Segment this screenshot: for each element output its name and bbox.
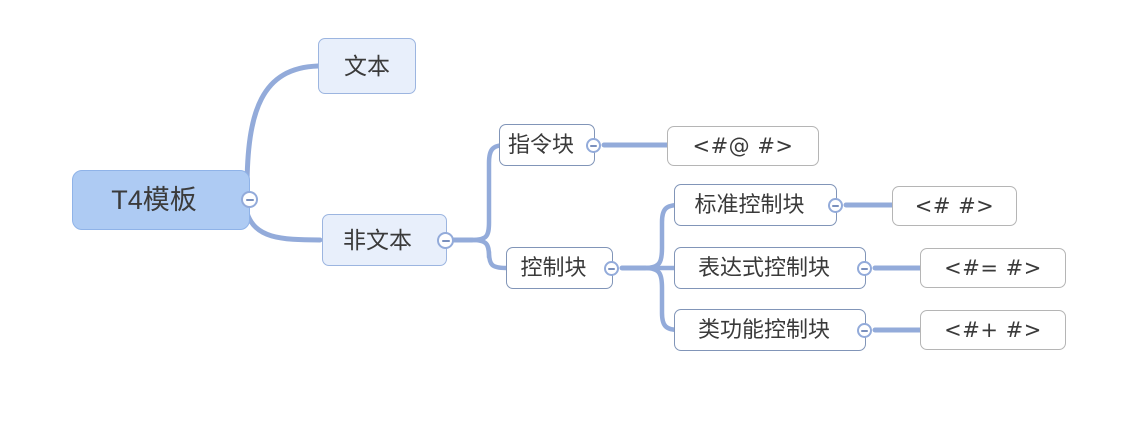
node-text-label: 文本 xyxy=(344,52,390,79)
node-nontext[interactable]: 非文本 xyxy=(322,214,454,266)
node-directive-syntax-label: <#@ #> xyxy=(692,133,794,158)
edge-root-to-nontext xyxy=(244,210,323,243)
node-expression-control-block-label: 表达式控制块 xyxy=(697,255,830,280)
edge-nontext-to-control xyxy=(469,237,509,271)
node-root-t4-template[interactable]: T4模板 xyxy=(72,170,258,230)
node-expression-control-block[interactable]: 表达式控制块 xyxy=(674,247,872,289)
node-directive-syntax[interactable]: <#@ #> xyxy=(667,126,819,166)
node-directive-block[interactable]: 指令块 xyxy=(499,124,601,166)
node-class-feature-syntax[interactable]: <#+ #> xyxy=(920,310,1066,350)
collapse-minus-icon-class-feature-control-block[interactable] xyxy=(857,323,872,338)
node-root-label: T4模板 xyxy=(111,184,197,215)
node-expression-syntax[interactable]: <#= #> xyxy=(920,248,1066,288)
collapse-minus-icon-standard-control-block[interactable] xyxy=(828,198,843,213)
node-standard-control-block[interactable]: 标准控制块 xyxy=(674,184,843,226)
node-text[interactable]: 文本 xyxy=(318,38,416,94)
node-expression-syntax-label: <#= #> xyxy=(944,255,1042,280)
node-standard-syntax-label: <# #> xyxy=(914,193,995,218)
collapse-minus-icon-control-block[interactable] xyxy=(604,261,619,276)
node-nontext-label: 非文本 xyxy=(343,226,412,253)
node-class-feature-control-block[interactable]: 类功能控制块 xyxy=(674,309,872,351)
edge-root-to-text xyxy=(244,63,321,193)
node-control-block-label: 控制块 xyxy=(520,255,587,280)
node-control-block[interactable]: 控制块 xyxy=(506,247,619,289)
node-class-feature-syntax-label: <#+ #> xyxy=(944,317,1042,342)
node-standard-control-block-label: 标准控制块 xyxy=(694,192,805,217)
collapse-minus-icon-expression-control-block[interactable] xyxy=(857,261,872,276)
node-standard-syntax[interactable]: <# #> xyxy=(892,186,1017,226)
node-class-feature-control-block-label: 类功能控制块 xyxy=(697,317,830,342)
collapse-minus-icon-nontext[interactable] xyxy=(437,232,454,249)
collapse-minus-icon-root[interactable] xyxy=(241,191,258,208)
collapse-minus-icon-directive-block[interactable] xyxy=(586,138,601,153)
node-directive-block-label: 指令块 xyxy=(507,132,574,157)
